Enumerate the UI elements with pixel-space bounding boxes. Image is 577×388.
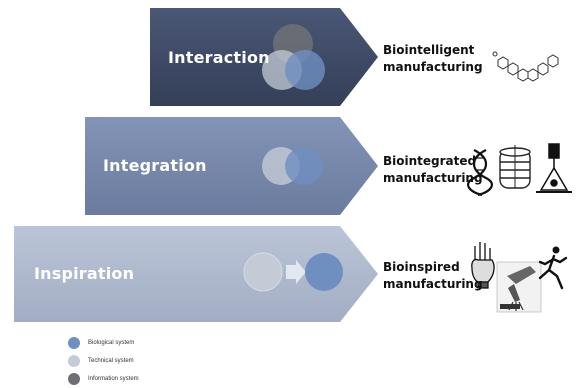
robotic-hand-icon [471,242,495,289]
side-line-2: manufacturing [383,277,483,291]
legend-item-technical: Technical system [68,352,139,370]
inspiration-transfer [243,252,343,292]
side-line-1: Biointelligent [383,43,475,57]
legend-swatch [68,373,80,385]
legend-item-information: Information system [68,370,139,388]
bioreactor-icon [499,145,531,189]
legend-swatch [68,337,80,349]
side-line-1: Bioinspired [383,260,460,274]
side-line-2: manufacturing [383,60,483,74]
robot-arm-icon [496,261,542,313]
manufacturing-levels-diagram: Interaction Integration Inspiration Bioi… [14,8,572,385]
inspiration-label: Inspiration [34,264,135,283]
integration-venn [262,147,323,185]
legend-swatch [68,355,80,367]
legend-item-biological: Biological system [68,334,139,352]
molecule-chain-icon [492,51,559,82]
integration-label: Integration [103,156,207,175]
bioinspired-label: Bioinspired manufacturing [383,259,493,293]
diagram-canvas [14,8,572,322]
legend: Biological system Technical system Infor… [68,334,139,388]
bioprinter-icon [536,143,572,193]
legend-label: Information system [88,376,139,382]
side-line-2: manufacturing [383,171,483,185]
side-line-1: Biointegrated [383,154,477,168]
legend-label: Biological system [88,340,135,346]
interaction-venn [262,24,325,90]
integration-arrow [85,117,378,215]
inspiration-arrow [14,226,378,322]
legend-label: Technical system [88,358,134,364]
biointelligent-label: Biointelligent manufacturing [383,42,493,76]
dna-icon [467,149,493,197]
biointegrated-label: Biointegrated manufacturing [383,153,493,187]
runner-icon [538,246,568,290]
interaction-label: Interaction [168,48,270,67]
